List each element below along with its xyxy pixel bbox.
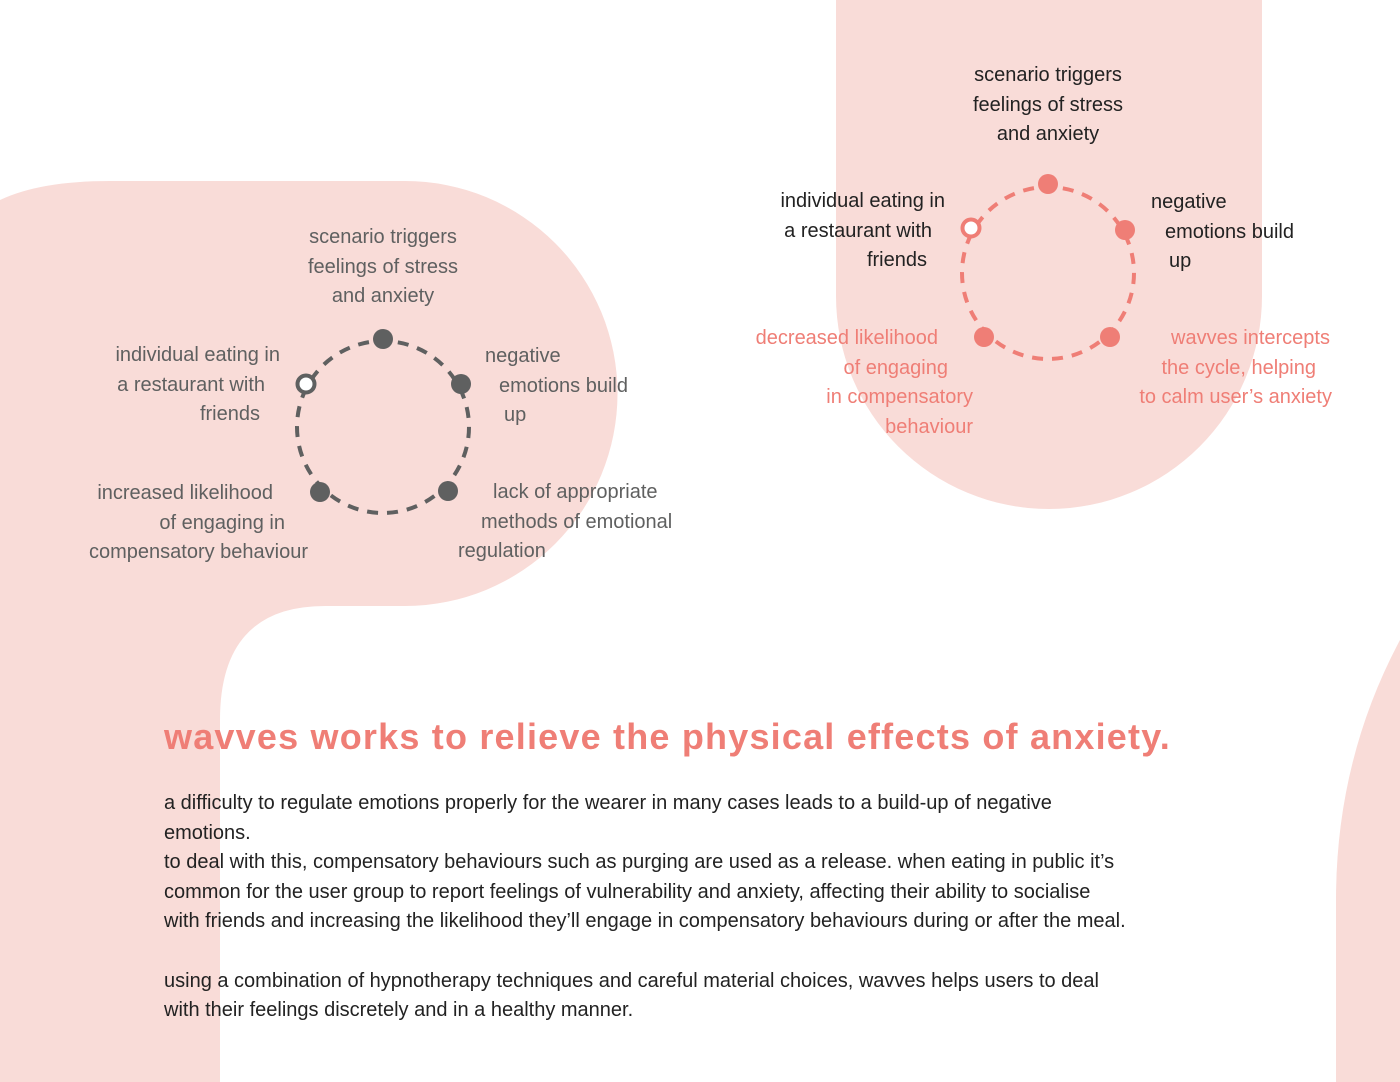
label-line: behaviour	[885, 415, 973, 438]
label-line: scenario triggers	[974, 64, 1122, 86]
label-line: emotions build	[1165, 220, 1294, 243]
left-label-upper-left: individual eating in a restaurant with f…	[60, 341, 280, 430]
label-line: compensatory behaviour	[88, 541, 308, 563]
headline: wavves works to relieve the physical eff…	[164, 716, 1171, 757]
label-line: the cycle, helping	[1161, 356, 1316, 379]
label-line: lack of appropriate	[493, 481, 658, 503]
right-label-lower-left: decreased likelihood of engaging in comp…	[700, 324, 973, 442]
right-label-upper-left: individual eating in a restaurant with f…	[725, 187, 945, 276]
label-line: wavves intercepts	[1171, 327, 1330, 349]
label-line: up	[1169, 250, 1192, 272]
label-line: a restaurant with	[784, 219, 932, 242]
cycle-node-lower-right	[1100, 327, 1120, 347]
label-line: emotions build	[499, 374, 628, 397]
body-line: emotions.	[164, 821, 251, 844]
label-line: methods of emotional	[481, 510, 673, 533]
cycle-node-lower-left	[974, 327, 994, 347]
right-label-lower-right: wavves intercepts the cycle, helping to …	[1100, 324, 1332, 413]
paragraph-gap	[164, 937, 1126, 967]
cycle-node-top	[1038, 174, 1058, 194]
cycle-node-upper-right	[451, 374, 471, 394]
cycle-node-upper-right	[1115, 220, 1135, 240]
body-line: with their feelings discretely and in a …	[164, 999, 634, 1022]
left-label-lower-right: lack of appropriate methods of emotional…	[458, 478, 672, 567]
left-label-top: scenario triggers feelings of stress and…	[283, 223, 483, 312]
label-line: and anxiety	[996, 123, 1100, 145]
body-line: to deal with this, compensatory behaviou…	[164, 851, 1115, 874]
label-line: feelings of stress	[972, 93, 1124, 116]
label-line: regulation	[458, 540, 546, 562]
right-label-top: scenario triggers feelings of stress and…	[948, 61, 1148, 150]
cycle-node-start-open	[295, 373, 317, 395]
label-line: up	[504, 404, 527, 426]
left-label-lower-left: increased likelihood of engaging in comp…	[40, 479, 308, 568]
right-blob-shape	[836, 0, 1262, 509]
label-line: of engaging	[843, 356, 948, 379]
label-line: scenario triggers	[309, 226, 457, 248]
right-edge-shape	[1336, 640, 1400, 1082]
left-label-upper-right: negative emotions build up	[485, 342, 628, 431]
label-line: decreased likelihood	[755, 327, 938, 349]
right-label-upper-right: negative emotions build up	[1151, 188, 1294, 277]
label-line: feelings of stress	[307, 255, 459, 278]
cycle-node-top	[373, 329, 393, 349]
right-cycle-diagram	[960, 174, 1136, 361]
body-line: common for the user group to report feel…	[164, 880, 1091, 903]
body-line: with friends and increasing the likeliho…	[164, 910, 1126, 933]
cycle-node-lower-left	[310, 482, 330, 502]
label-line: individual eating in	[780, 190, 945, 212]
body-line: using a combination of hypnotherapy tech…	[164, 969, 1099, 992]
label-line: in compensatory	[826, 386, 973, 408]
body-line: a difficulty to regulate emotions proper…	[164, 792, 1052, 814]
label-line: increased likelihood	[97, 482, 273, 504]
label-line: negative	[1151, 191, 1227, 213]
left-blob-shape	[0, 181, 618, 1082]
label-line: of engaging in	[159, 511, 285, 534]
label-line: friends	[199, 403, 260, 425]
label-line: a restaurant with	[117, 373, 265, 396]
label-line: friends	[866, 249, 927, 271]
left-cycle-diagram	[295, 329, 471, 515]
label-line: to calm user’s anxiety	[1139, 386, 1332, 408]
body-text: a difficulty to regulate emotions proper…	[164, 789, 1126, 1026]
label-line: individual eating in	[115, 344, 280, 366]
label-line: and anxiety	[331, 285, 435, 307]
label-line: negative	[485, 345, 561, 367]
cycle-node-start-open	[960, 217, 982, 239]
cycle-node-lower-right	[438, 481, 458, 501]
